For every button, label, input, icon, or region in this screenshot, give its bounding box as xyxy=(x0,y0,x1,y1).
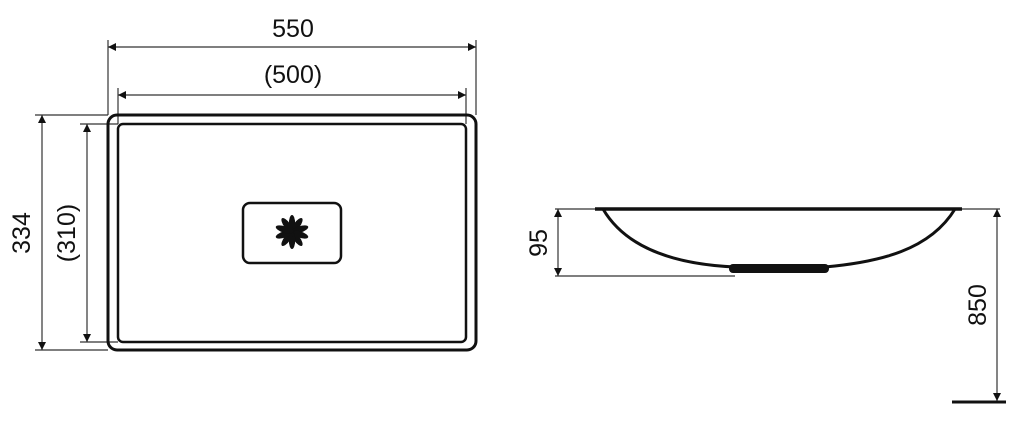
basin-inner-bowl xyxy=(116,122,468,344)
side-view: 95 850 xyxy=(525,207,1006,404)
outer-depth-label: 334 xyxy=(8,212,36,254)
inner-width-label: (500) xyxy=(264,61,322,89)
drain-profile xyxy=(729,264,829,273)
outer-width-label: 550 xyxy=(272,15,314,43)
basin-outer-rim xyxy=(106,113,478,352)
drain-cover xyxy=(241,201,343,265)
mount-height-label: 850 xyxy=(964,284,992,326)
top-view: 550 (500) 334 (310) xyxy=(8,15,478,352)
basin-bowl-profile xyxy=(601,208,957,269)
drain-icon xyxy=(275,215,309,249)
inner-depth-label: (310) xyxy=(53,204,81,262)
bowl-height-label: 95 xyxy=(525,229,553,257)
